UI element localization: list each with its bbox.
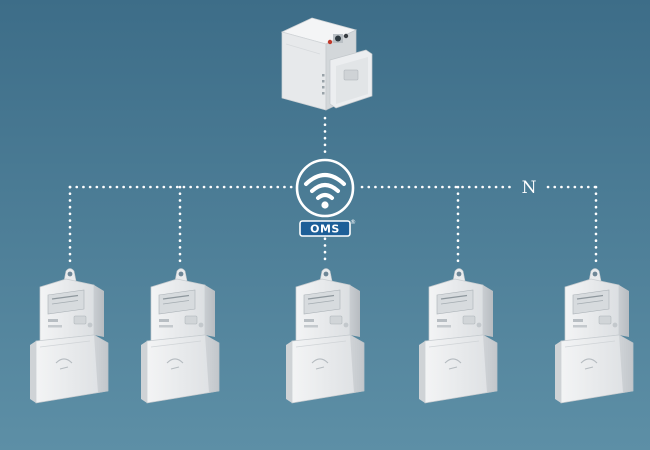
gateway-device-icon [280, 17, 373, 111]
wifi-icon [295, 158, 355, 218]
oms-logo-text: OMS [310, 223, 340, 236]
oms-logo: OMS ® [299, 219, 356, 237]
connectors [68, 116, 598, 264]
oms-registered-mark: ® [350, 219, 356, 226]
label-n: N [522, 178, 537, 198]
